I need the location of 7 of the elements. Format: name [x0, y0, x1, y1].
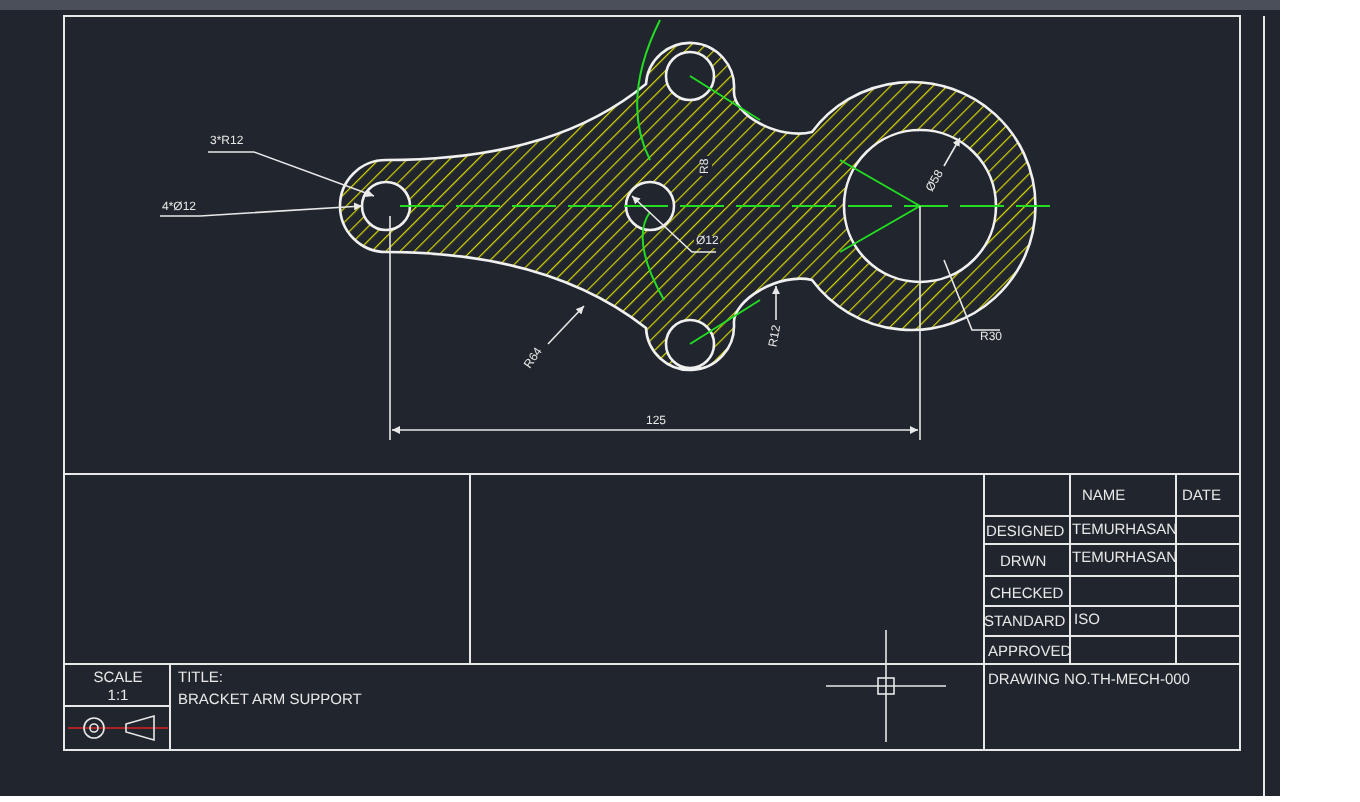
leader-line: [943, 259, 1001, 331]
leader-line: [631, 195, 717, 253]
leader-line: [159, 202, 363, 217]
leader-line: [943, 137, 961, 167]
leader-line: [547, 305, 585, 345]
leader-line: [772, 285, 780, 321]
leader-line: [207, 151, 375, 197]
